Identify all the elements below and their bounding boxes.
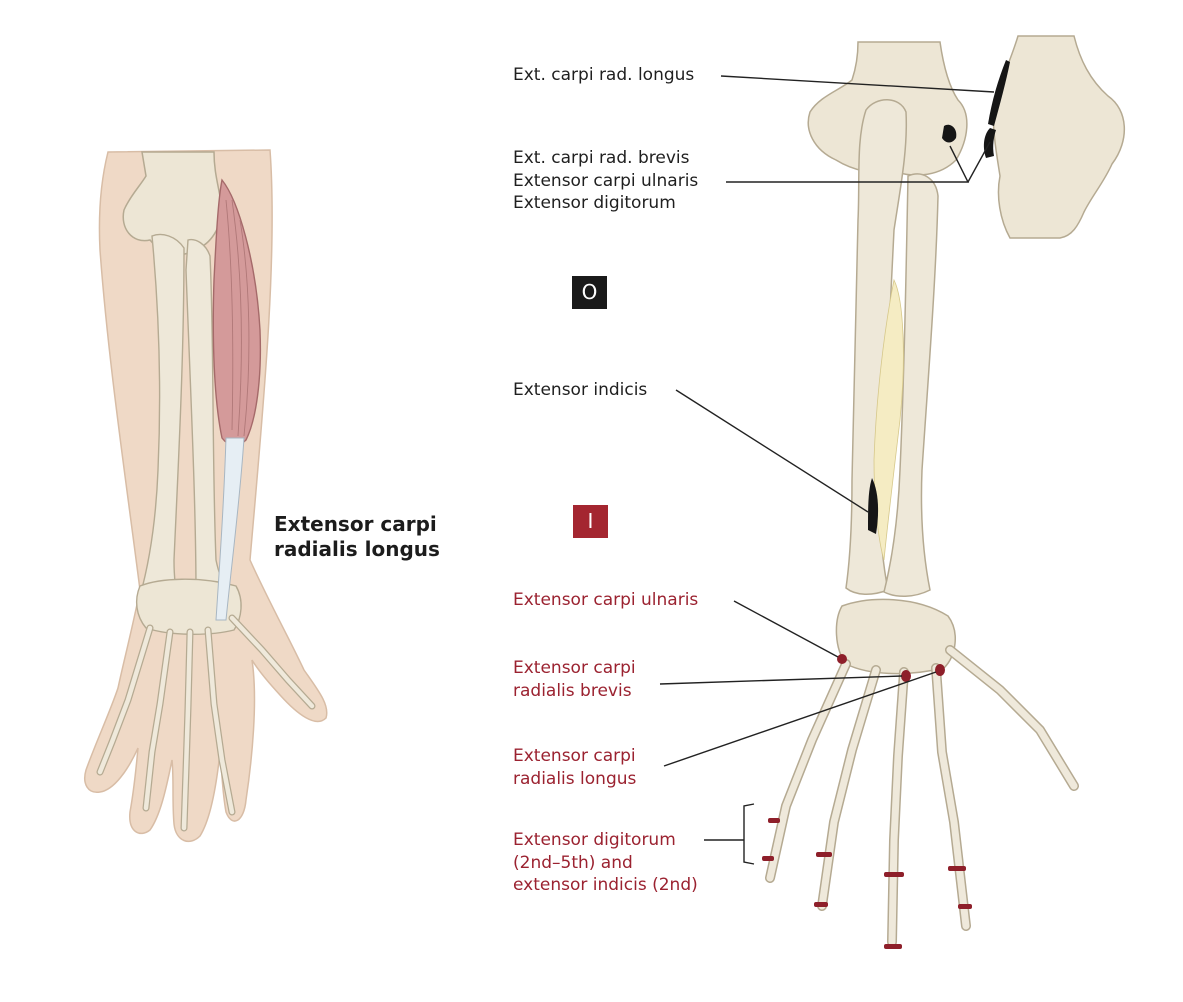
leader-ext-carpi-rad-longus	[720, 75, 995, 93]
left-forearm-illustration	[84, 149, 328, 843]
hand-bones-right-fill	[766, 646, 1078, 946]
label-extensor-digitorum-line-2: (2nd–5th) and	[513, 852, 633, 873]
label-extensor-carpi-ulnaris: Extensor carpi ulnaris	[513, 170, 699, 191]
insertion-mark-ext-carpi-rad-brevis	[901, 670, 911, 682]
muscle-title-line-2: radialis longus	[274, 537, 440, 561]
origin-mark-ext-carpi-rad-longus	[988, 60, 1010, 126]
insertion-marks-extensor-digitorum	[762, 818, 972, 949]
label-ext-carpi-rad-brevis-insertion: Extensor carpi radialis brevis	[513, 657, 636, 702]
label-ext-carpi-rad-longus-origin: Ext. carpi rad. longus	[513, 65, 695, 85]
label-ext-carpi-ulnaris-insertion: Extensor carpi ulnaris	[513, 590, 699, 610]
label-ext-carpi-rad-longus-line-2: radialis longus	[513, 768, 637, 789]
bracket-extensor-digitorum	[743, 803, 755, 865]
hand-bones-left-fill	[97, 615, 315, 831]
radius-bone-right	[883, 173, 939, 597]
leader-lines	[659, 75, 995, 865]
extensor-carpi-radialis-longus-tendon	[215, 437, 245, 621]
leader-common-extensor	[726, 141, 991, 183]
leader-ins-ext-carpi-rad-longus	[663, 671, 937, 767]
origin-mark-common-extensor-humerus	[942, 124, 957, 143]
label-ext-carpi-rad-brevis: Ext. carpi rad. brevis	[513, 148, 690, 168]
label-ext-carpi-rad-brevis-line-2: radialis brevis	[513, 680, 632, 701]
muscle-title-line-1: Extensor carpi	[274, 512, 437, 536]
label-extensor-digitorum: Extensor digitorum	[513, 193, 676, 213]
elbow-lateral-inset	[992, 35, 1125, 239]
insertion-mark-ext-carpi-rad-longus	[935, 664, 945, 676]
leader-ins-ext-carpi-ulnaris	[733, 600, 839, 658]
label-ext-carpi-rad-longus-line-1: Extensor carpi	[513, 746, 636, 766]
insertion-badge: I	[573, 505, 608, 538]
muscle-title: Extensor carpi radialis longus	[274, 512, 440, 562]
label-extensor-digitorum-line-3: extensor indicis (2nd)	[513, 875, 698, 895]
origin-mark-extensor-indicis	[868, 478, 879, 534]
label-common-extensor-origin: Ext. carpi rad. brevis Extensor carpi ul…	[513, 147, 698, 215]
leader-extensor-indicis	[675, 389, 869, 513]
interosseous-membrane	[873, 278, 904, 561]
right-forearm-bones-illustration	[659, 35, 1125, 949]
insertion-mark-ext-carpi-ulnaris	[837, 654, 847, 664]
label-extensor-digitorum-line-1: Extensor digitorum	[513, 830, 676, 850]
label-ext-carpi-rad-longus-insertion: Extensor carpi radialis longus	[513, 745, 636, 790]
muscle-fibres	[225, 199, 250, 437]
label-ext-carpi-rad-brevis-line-1: Extensor carpi	[513, 658, 636, 678]
hand-bones-right	[765, 645, 1079, 947]
carpal-bones-left	[135, 578, 242, 635]
leader-ins-ext-carpi-rad-brevis	[659, 675, 903, 685]
label-extensor-indicis-origin: Extensor indicis	[513, 380, 648, 400]
carpal-bones-right	[835, 598, 956, 675]
label-extensor-digitorum-insertion: Extensor digitorum (2nd–5th) and extenso…	[513, 829, 698, 897]
origin-badge: O	[572, 276, 607, 309]
